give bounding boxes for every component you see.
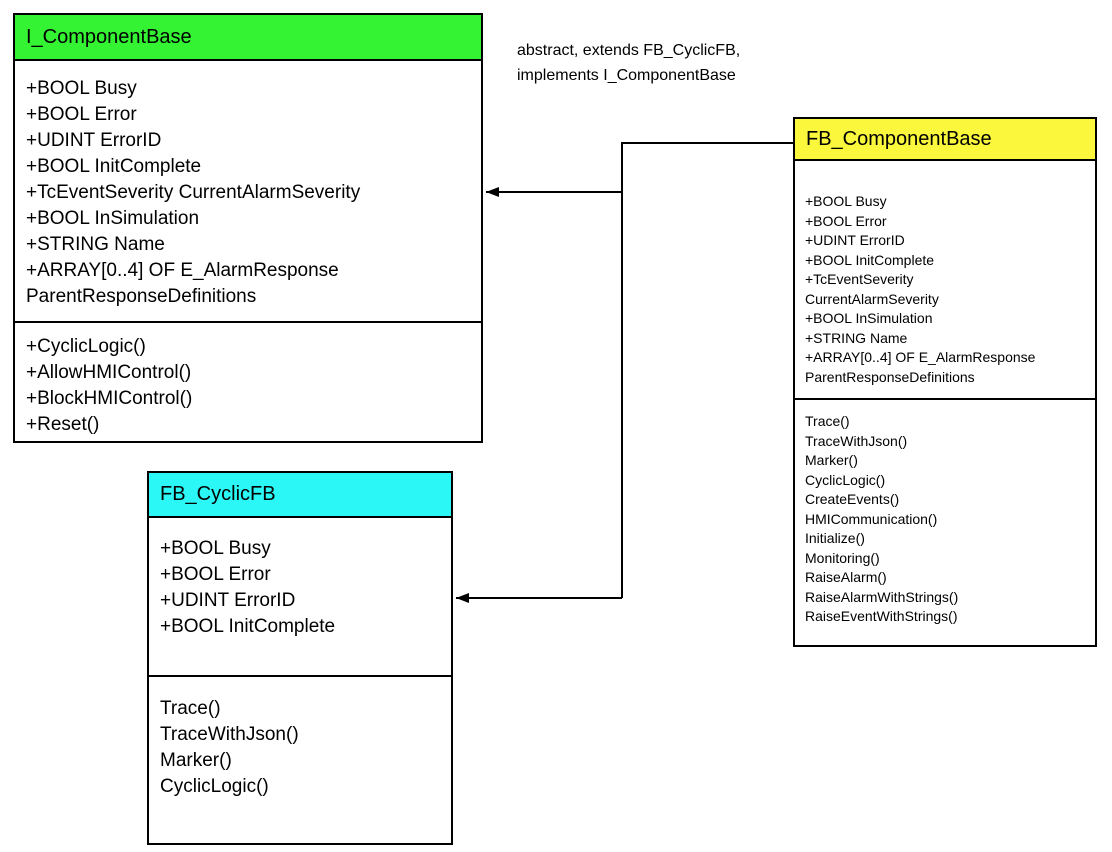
attributes-section: +BOOL Busy +BOOL Error +UDINT ErrorID +BOOL… xyxy=(149,518,451,677)
methods-section: Trace() TraceWithJson() Marker() CyclicLogi… xyxy=(795,400,1095,645)
class-header: I_ComponentBase xyxy=(15,15,481,61)
attribute-line: +UDINT ErrorID xyxy=(805,232,905,248)
attributes-section: +BOOL Busy +BOOL Error +UDINT ErrorID +BOOL… xyxy=(795,161,1095,400)
attribute-line: +BOOL InSimulation xyxy=(26,208,200,229)
class-title: I_ComponentBase xyxy=(26,25,192,48)
method-line: Marker() xyxy=(160,750,232,771)
method-line: RaiseAlarmWithStrings() xyxy=(805,588,959,605)
method-line: +CyclicLogic() xyxy=(26,336,146,357)
attribute-line: +BOOL InitComplete xyxy=(26,156,202,177)
attribute-line: +BOOL InitComplete xyxy=(160,616,336,637)
attribute-line: +BOOL Error xyxy=(160,564,271,585)
attribute-line: +UDINT ErrorID xyxy=(26,130,162,151)
attribute-line: +STRING Name xyxy=(805,329,908,346)
class-header: FB_CyclicFB xyxy=(149,473,451,518)
class-title: FB_ComponentBase xyxy=(806,127,992,150)
method-line: Monitoring() xyxy=(805,549,880,566)
method-line: TraceWithJson() xyxy=(160,724,299,745)
attribute-line: +BOOL Busy xyxy=(805,193,887,209)
attribute-line: ParentResponseDefinitions xyxy=(805,368,975,385)
method-line: CyclicLogic() xyxy=(805,471,886,488)
attribute-line: +BOOL Busy xyxy=(26,78,137,99)
attributes-section: +BOOL Busy +BOOL Error +UDINT ErrorID +BOOL… xyxy=(15,61,481,323)
class-title: FB_CyclicFB xyxy=(160,483,276,505)
method-line: RaiseAlarm() xyxy=(805,569,887,585)
attribute-line: +TcEventSeverity xyxy=(805,271,914,287)
method-line: HMICommunication() xyxy=(805,510,938,527)
methods-section: Trace() TraceWithJson() Marker() CyclicLogi… xyxy=(149,677,451,843)
method-line: +BlockHMIControl() xyxy=(26,388,193,409)
class-box-i-componentbase: I_ComponentBase +BOOL Busy +BOOL Error +UD… xyxy=(13,13,483,443)
attribute-line: +UDINT ErrorID xyxy=(160,590,296,611)
attribute-line: +ARRAY[0..4] OF E_AlarmResponse xyxy=(805,349,1036,365)
class-header: FB_ComponentBase xyxy=(795,119,1095,161)
attribute-line: +BOOL InitComplete xyxy=(805,251,935,268)
attribute-line: ParentResponseDefinitions xyxy=(26,286,257,307)
attribute-line: +BOOL InSimulation xyxy=(805,310,933,326)
class-box-fb-cyclicfb: FB_CyclicFB +BOOL Busy +BOOL Error +UDINT … xyxy=(147,471,453,845)
attribute-line: +STRING Name xyxy=(26,234,165,255)
method-line: CyclicLogic() xyxy=(160,776,269,797)
method-line: Trace() xyxy=(805,413,850,429)
connector-trunk-from-fb-componentbase xyxy=(621,142,793,598)
attribute-line: CurrentAlarmSeverity xyxy=(805,290,939,307)
method-line: Trace() xyxy=(160,698,221,719)
attribute-line: +BOOL Error xyxy=(26,104,137,125)
annotation-line: abstract, extends FB_CyclicFB, xyxy=(517,42,741,59)
attribute-line: +ARRAY[0..4] OF E_AlarmResponse xyxy=(26,260,339,281)
method-line: CreateEvents() xyxy=(805,491,900,507)
method-line: +Reset() xyxy=(26,414,100,435)
annotation-line: implements I_ComponentBase xyxy=(517,67,736,84)
class-box-fb-componentbase: FB_ComponentBase +BOOL Busy +BOOL Error +U… xyxy=(793,117,1097,647)
method-line: Initialize() xyxy=(805,530,865,546)
method-line: RaiseEventWithStrings() xyxy=(805,608,958,624)
method-line: TraceWithJson() xyxy=(805,432,908,449)
method-line: Marker() xyxy=(805,452,858,468)
attribute-line: +BOOL Busy xyxy=(160,538,271,559)
annotation-note: abstract, extends FB_CyclicFB, implements… xyxy=(517,38,740,88)
attribute-line: +TcEventSeverity CurrentAlarmSeverity xyxy=(26,182,361,203)
method-line: +AllowHMIControl() xyxy=(26,362,192,383)
methods-section: +CyclicLogic() +AllowHMIControl() +BlockHM… xyxy=(15,323,481,441)
attribute-line: +BOOL Error xyxy=(805,212,887,229)
